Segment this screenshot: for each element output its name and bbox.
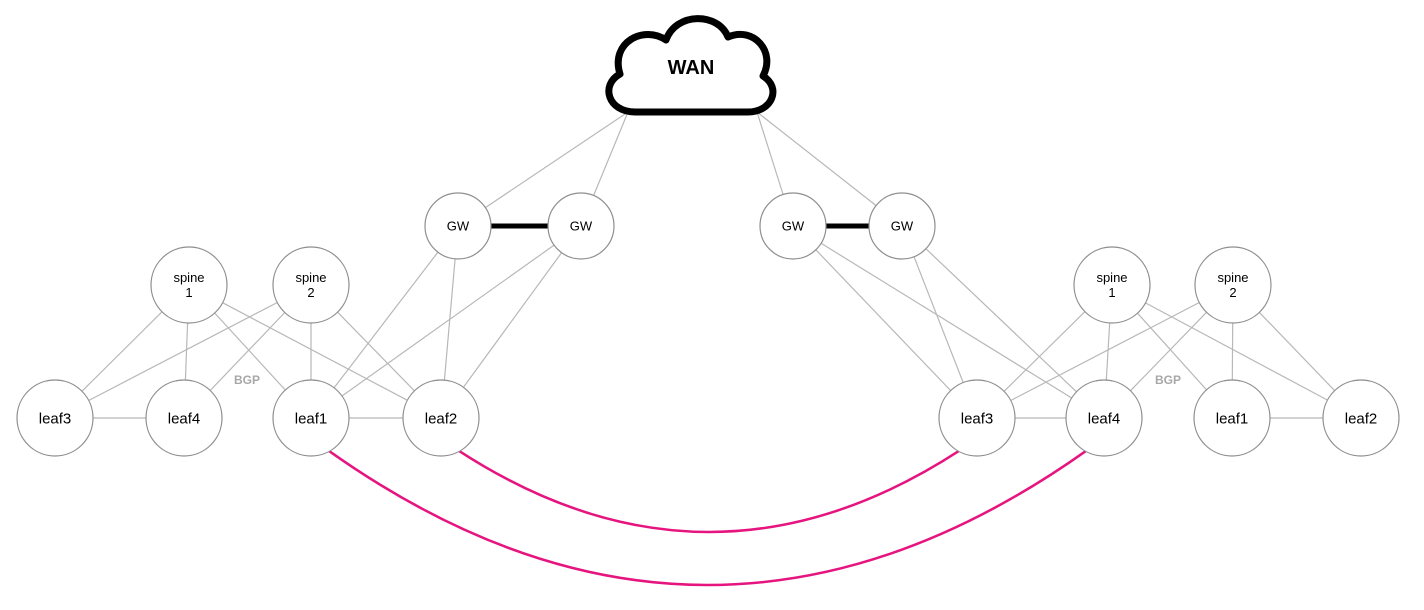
node-label-leaf4-left: leaf4 xyxy=(168,410,201,427)
edge-spine1-right--leaf1-right xyxy=(1137,312,1207,391)
edge-spine1-left--leaf4-left xyxy=(184,322,189,381)
edge-spine2-left--leaf4-left xyxy=(209,312,286,391)
dci-link-layer xyxy=(326,449,1089,587)
node-gw2-right: GW xyxy=(868,192,936,260)
node-circle-gw2-right xyxy=(868,192,936,260)
node-leaf3-right: leaf3 xyxy=(938,379,1016,457)
edge-spine1-left--leaf2-left xyxy=(222,302,408,401)
node-circle-leaf3-right xyxy=(938,379,1016,457)
edge-gw1-right--leaf4-right xyxy=(820,242,1073,399)
node-gw1-right: GW xyxy=(759,192,827,260)
node-circle-leaf2-left xyxy=(402,379,480,457)
node-leaf2-left: leaf2 xyxy=(402,379,480,457)
node-leaf4-left: leaf4 xyxy=(145,379,223,457)
node-label-gw1-left: GW xyxy=(447,219,470,234)
node-circle-spine2-right xyxy=(1194,246,1272,324)
edge-spine1-right--leaf2-right xyxy=(1145,302,1328,401)
node-leaf4-right: leaf4 xyxy=(1065,379,1143,457)
edge-spine1-left--leaf1-left xyxy=(214,312,286,391)
edge-spine1-right--leaf3-right xyxy=(1003,311,1086,392)
annotation-bgp-right: BGP xyxy=(1155,373,1181,387)
node-circle-leaf4-right xyxy=(1065,379,1143,457)
edge-gw1-left--leaf1-left xyxy=(333,251,439,389)
edge-gw2-left--leaf1-left xyxy=(341,244,555,397)
node-label-leaf3-right: leaf3 xyxy=(961,410,994,427)
edge-spine2-left--leaf3-left xyxy=(88,301,278,402)
edge-cloudL--gw2-left xyxy=(593,111,629,196)
annotation-layer: BGP BGP xyxy=(234,373,1181,387)
edge-layer xyxy=(81,111,1336,419)
node-circle-spine1-left xyxy=(150,246,228,324)
node-circle-leaf1-left xyxy=(272,379,350,457)
node-label-leaf3-left: leaf3 xyxy=(39,410,72,427)
wan-cloud: WAN xyxy=(605,15,777,116)
node-circle-gw1-left xyxy=(424,192,492,260)
node-circle-gw2-left xyxy=(547,192,615,260)
node-leaf1-left: leaf1 xyxy=(272,379,350,457)
edge-spine2-left--leaf2-left xyxy=(337,311,415,392)
node-circle-leaf3-left xyxy=(16,379,94,457)
node-label-gw2-left: GW xyxy=(570,219,593,234)
edge-spine2-right--leaf4-right xyxy=(1130,311,1207,392)
node-leaf3-left: leaf3 xyxy=(16,379,94,457)
dci-link-leaf2-left--leaf3-right xyxy=(456,449,962,534)
node-leaf2-right: leaf2 xyxy=(1322,379,1400,457)
edge-cloudR--gw2-right xyxy=(756,111,877,207)
node-circle-gw1-right xyxy=(759,192,827,260)
edge-cloudR--gw1-right xyxy=(756,111,784,195)
node-circle-leaf4-left xyxy=(145,379,223,457)
edge-spine1-left--leaf3-left xyxy=(81,311,163,392)
edge-spine2-right--leaf2-right xyxy=(1258,311,1336,392)
node-circle-spine2-left xyxy=(272,246,350,324)
node-gw1-left: GW xyxy=(424,192,492,260)
edge-cloudL--gw1-left xyxy=(485,111,629,209)
edge-gw2-right--leaf4-right xyxy=(925,248,1077,393)
edge-gw2-right--leaf3-right xyxy=(913,256,964,383)
edge-gw2-left--leaf2-left xyxy=(462,252,563,388)
node-circle-spine1-right xyxy=(1073,246,1151,324)
node-label-leaf1-left: leaf1 xyxy=(295,410,328,427)
node-label-leaf2-left: leaf2 xyxy=(425,410,458,427)
node-label-gw1-right: GW xyxy=(782,219,805,234)
wan-cloud-icon xyxy=(605,15,777,116)
edge-spine2-right--leaf3-right xyxy=(1010,301,1200,402)
node-circle-leaf2-right xyxy=(1322,379,1400,457)
node-label-gw2-right: GW xyxy=(891,219,914,234)
annotation-bgp-left: BGP xyxy=(234,373,260,387)
node-label-leaf1-right: leaf1 xyxy=(1216,410,1249,427)
dci-link-leaf1-left--leaf4-right xyxy=(326,449,1089,587)
node-label-leaf2-right: leaf2 xyxy=(1345,410,1378,427)
node-circle-leaf1-right xyxy=(1193,379,1271,457)
node-leaf1-right: leaf1 xyxy=(1193,379,1271,457)
node-gw2-left: GW xyxy=(547,192,615,260)
node-label-leaf4-right: leaf4 xyxy=(1088,410,1121,427)
edge-gw1-right--leaf3-right xyxy=(815,249,952,392)
wan-label: WAN xyxy=(668,57,715,79)
edge-spine1-right--leaf4-right xyxy=(1105,322,1111,381)
